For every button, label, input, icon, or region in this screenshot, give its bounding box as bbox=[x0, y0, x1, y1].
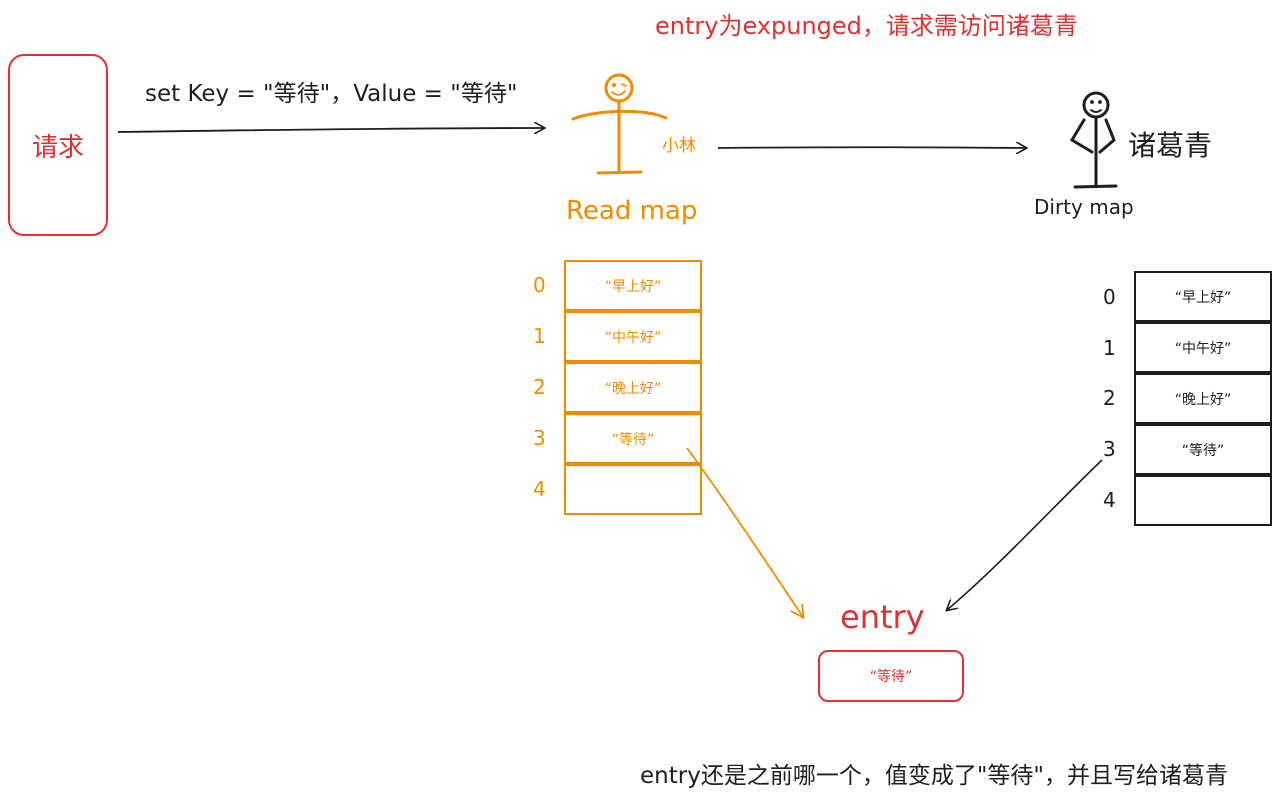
read-map-title: Read map bbox=[566, 196, 698, 226]
set-key-value-label: set Key = "等待"，Value = "等待" bbox=[145, 81, 518, 107]
footer-note: entry还是之前哪一个，值变成了"等待"，并且写给诸葛青 bbox=[640, 763, 1228, 789]
diagram-title: entry为expunged，请求需访问诸葛青 bbox=[655, 12, 1078, 40]
xiaolin-name: 小林 bbox=[662, 136, 696, 156]
read-map-index: 0 bbox=[533, 273, 546, 297]
entry-box: “等待” bbox=[818, 650, 964, 702]
read-map-index: 2 bbox=[533, 375, 546, 399]
request-box: 请求 bbox=[8, 54, 108, 236]
dirty-map-index: 2 bbox=[1103, 386, 1116, 410]
dirty-map-cell: “等待” bbox=[1134, 424, 1272, 475]
read-map-cell: “早上好” bbox=[564, 260, 702, 311]
request-label: 请求 bbox=[31, 132, 84, 163]
read-map-cell: “等待” bbox=[564, 413, 702, 464]
entry-value: “等待” bbox=[869, 669, 913, 685]
read-map-index: 4 bbox=[533, 477, 546, 501]
dirty-map-index: 4 bbox=[1103, 488, 1116, 512]
dirty-map-cell bbox=[1134, 475, 1272, 526]
zhuge-figure bbox=[1069, 91, 1118, 189]
zhuge-name: 诸葛青 bbox=[1128, 129, 1213, 162]
dirty-map-cell: “早上好” bbox=[1134, 271, 1272, 322]
arrow-request-to-read bbox=[117, 128, 544, 132]
dirty-map-cell: “中午好” bbox=[1134, 322, 1272, 373]
arrow-read-to-entry bbox=[686, 447, 803, 617]
arrow-dirty-to-entry bbox=[947, 459, 1103, 610]
xiaolin-figure bbox=[571, 73, 668, 175]
dirty-map-cell: “晚上好” bbox=[1134, 373, 1272, 424]
read-map-cell bbox=[564, 464, 702, 515]
read-map-cell: “晚上好” bbox=[564, 362, 702, 413]
dirty-map-index: 0 bbox=[1103, 285, 1116, 309]
dirty-map-title: Dirty map bbox=[1034, 195, 1134, 219]
read-map-index: 1 bbox=[533, 324, 546, 348]
read-map-cell: “中午好” bbox=[564, 311, 702, 362]
read-map-index: 3 bbox=[533, 426, 546, 450]
dirty-map-index: 3 bbox=[1103, 437, 1116, 461]
entry-title: entry bbox=[840, 598, 925, 636]
dirty-map-index: 1 bbox=[1103, 336, 1116, 360]
arrow-read-to-dirty bbox=[717, 147, 1026, 148]
